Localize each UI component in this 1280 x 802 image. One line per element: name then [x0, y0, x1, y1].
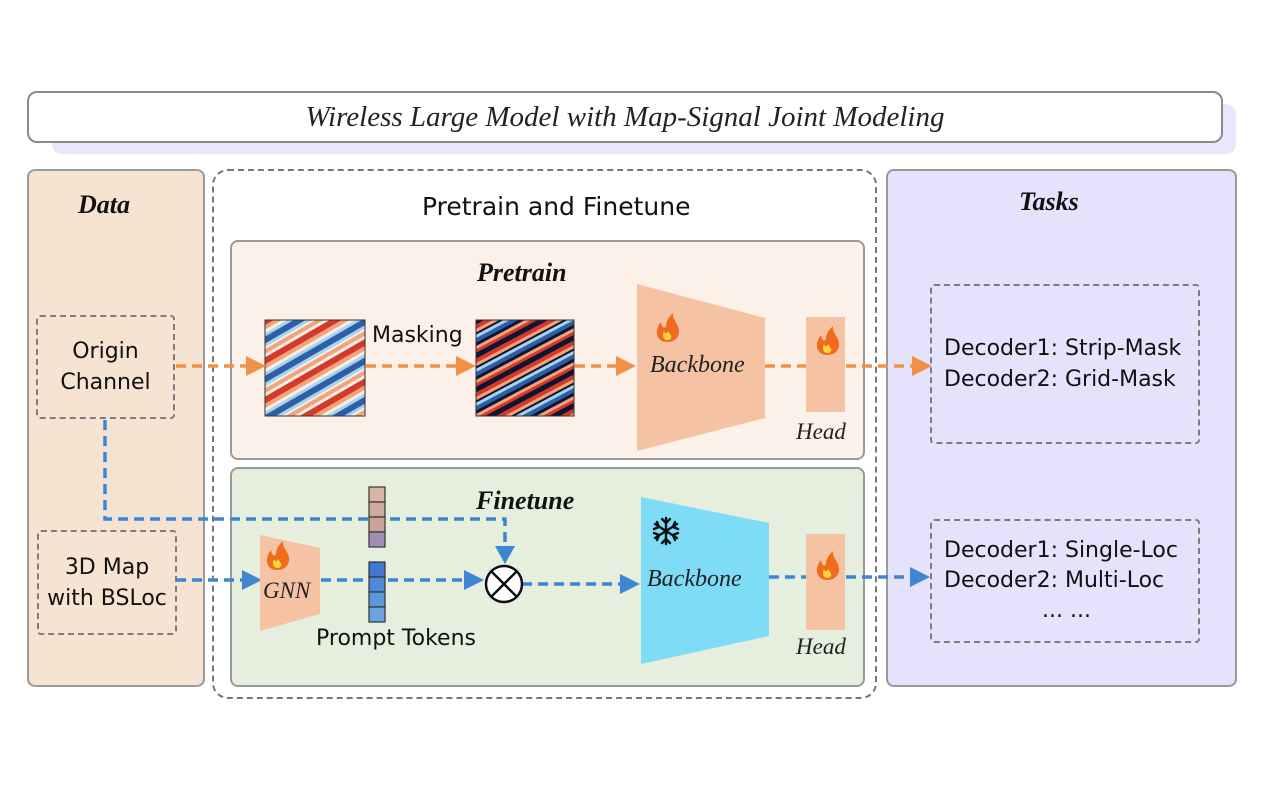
arrow-head	[910, 567, 930, 587]
finetune-backbone	[641, 497, 769, 664]
arrow-head	[242, 570, 262, 590]
task-ellipsis: ... ...	[1042, 598, 1091, 623]
fire-icon	[816, 326, 840, 355]
finetune-head	[806, 534, 845, 630]
pretrain-finetune-title: Pretrain and Finetune	[422, 192, 691, 221]
arrow-head	[464, 570, 484, 590]
map-line2: with BSLoc	[47, 585, 167, 611]
arrow-head	[616, 356, 636, 376]
origin-channel-line1: Origin	[72, 339, 139, 364]
arrow-head	[456, 356, 476, 376]
arrow-head	[246, 356, 266, 376]
pretrain-title: Pretrain	[477, 258, 567, 287]
origin-channel-box: Origin Channel	[36, 315, 175, 419]
finetune-tasks-box: Decoder1: Single-Loc Decoder2: Multi-Loc…	[930, 519, 1200, 643]
pretrain-backbone-label: Backbone	[650, 352, 745, 378]
gnn-label: GNN	[263, 578, 311, 603]
pretrain-head	[806, 317, 845, 412]
arrow-head	[620, 574, 640, 594]
origin-channel-line2: Channel	[60, 370, 151, 395]
task-decoder-single-loc: Decoder1: Single-Loc	[944, 538, 1178, 563]
data-section-title: Data	[78, 190, 130, 219]
arrow-head	[495, 546, 515, 564]
task-decoder-strip-mask: Decoder1: Strip-Mask	[944, 336, 1182, 361]
map-box: 3D Map with BSLoc	[37, 530, 177, 635]
tasks-panel	[886, 169, 1237, 687]
arrow-head	[912, 356, 932, 376]
masked-channel-heatmap	[475, 319, 575, 417]
tasks-section-title: Tasks	[1019, 187, 1079, 216]
finetune-title: Finetune	[476, 486, 575, 515]
masking-label: Masking	[372, 323, 463, 348]
fire-icon	[656, 313, 680, 342]
prompt-tokens-stack	[368, 561, 386, 623]
task-decoder-grid-mask: Decoder2: Grid-Mask	[944, 367, 1176, 392]
title-box: Wireless Large Model with Map-Signal Joi…	[27, 91, 1223, 143]
finetune-head-label: Head	[796, 634, 846, 659]
fire-icon	[266, 541, 290, 570]
diagram-title: Wireless Large Model with Map-Signal Joi…	[305, 100, 945, 133]
map-line1: 3D Map	[64, 554, 150, 580]
task-decoder-multi-loc: Decoder2: Multi-Loc	[944, 568, 1165, 593]
pretrain-tasks-box: Decoder1: Strip-Mask Decoder2: Grid-Mask	[930, 284, 1200, 444]
snowflake-icon	[652, 516, 680, 546]
finetune-backbone-label: Backbone	[647, 566, 742, 592]
context-tokens	[368, 486, 386, 548]
pretrain-head-label: Head	[796, 419, 846, 444]
fire-icon	[816, 551, 840, 580]
prompt-tokens-label: Prompt Tokens	[316, 626, 476, 651]
pretrain-finetune-panel	[212, 169, 877, 699]
circled-times-icon	[484, 564, 524, 604]
channel-heatmap	[264, 319, 366, 417]
